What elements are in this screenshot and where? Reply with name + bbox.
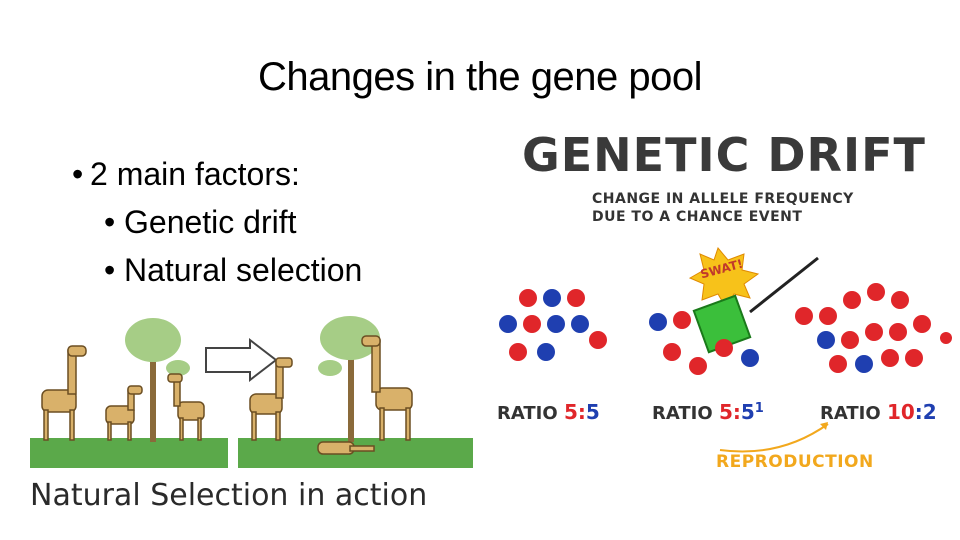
ladybug-icon (913, 315, 931, 333)
ladybug-icon (523, 315, 541, 333)
ratio-2-blue: 5 (740, 400, 755, 424)
ladybug-icon (841, 331, 859, 349)
ladybug-icon (537, 343, 555, 361)
ladybug-icon (567, 289, 585, 307)
arrowhead-icon (820, 422, 828, 430)
ladybug-group-1 (499, 289, 607, 361)
ratio-2-correction: 1 (754, 401, 764, 416)
ladybug-icon (571, 315, 589, 333)
ladybug-icon (881, 349, 899, 367)
genetic-drift-subtitle-line1: CHANGE IN ALLELE FREQUENCY (592, 191, 854, 207)
ground-left (30, 438, 228, 468)
sub-bullet-genetic-drift: Genetic drift (72, 198, 362, 246)
ladybug-icon (663, 343, 681, 361)
natural-selection-illustration (30, 316, 473, 468)
ladybug-icon (715, 339, 733, 357)
genetic-drift-heading: GENETIC DRIFT (522, 128, 926, 182)
ladybug-icon (795, 307, 813, 325)
sub-bullet-natural-selection: Natural selection (72, 246, 362, 294)
ladybug-icon (741, 349, 759, 367)
ladybug-group-3 (795, 283, 952, 373)
ground-right (238, 438, 473, 468)
ratio-3-red: 10 (886, 400, 915, 424)
ratio-2-red: 5 (718, 400, 733, 424)
slide-title: Changes in the gene pool (258, 55, 702, 99)
ladybug-illustration (499, 246, 952, 375)
ratio-2-label: RATIO (652, 403, 713, 424)
ratio-1-red: 5 (563, 400, 578, 424)
ladybug-icon (843, 291, 861, 309)
genetic-drift-subtitle-line2: DUE TO A CHANCE EVENT (592, 209, 803, 225)
ratio-3-label: RATIO (820, 403, 881, 424)
giraffe-tall-left-icon (41, 345, 87, 441)
bullet-main: 2 main factors: (72, 150, 362, 198)
ladybug-icon (819, 307, 837, 325)
ladybug-icon (547, 315, 565, 333)
ladybug-icon (649, 313, 667, 331)
natural-selection-caption: Natural Selection in action (30, 478, 428, 513)
arrow-right-icon (205, 337, 278, 383)
ratio-3-blue: 2 (922, 400, 937, 424)
ratio-2-colon: : (732, 400, 741, 424)
giraffe-medium-left-icon (167, 373, 205, 441)
ratio-1-blue: 5 (585, 400, 600, 424)
ratio-1: RATIO 5:5 (497, 400, 600, 424)
ladybug-icon (940, 332, 952, 344)
ratio-3: RATIO 10:2 (820, 400, 937, 424)
ladybug-icon (865, 323, 883, 341)
giraffe-fallen-icon (317, 441, 375, 455)
ladybug-icon (543, 289, 561, 307)
bullet-list: 2 main factors: Genetic drift Natural se… (72, 150, 362, 294)
curved-arrow-icon (719, 423, 829, 453)
reproduction-arrow (719, 422, 829, 453)
ladybug-icon (829, 355, 847, 373)
ladybug-icon (867, 283, 885, 301)
ladybug-icon (499, 315, 517, 333)
ladybug-icon (673, 311, 691, 329)
ladybug-icon (855, 355, 873, 373)
ladybug-icon (891, 291, 909, 309)
giraffe-short-left-icon (105, 385, 143, 441)
ratio-1-colon: : (577, 400, 586, 424)
ladybug-icon (589, 331, 607, 349)
giraffe-tall-right-icon (361, 335, 413, 441)
ladybug-icon (905, 349, 923, 367)
ratio-2: RATIO 5:51 (652, 400, 764, 424)
reproduction-label: REPRODUCTION (716, 452, 874, 472)
tree-left-icon (125, 318, 190, 442)
genetic-drift-subtitle: CHANGE IN ALLELE FREQUENCY DUE TO A CHAN… (592, 190, 854, 226)
ladybug-icon (509, 343, 527, 361)
tree-right-icon (318, 316, 380, 442)
ladybug-group-2 (649, 311, 759, 375)
ratio-1-label: RATIO (497, 403, 558, 424)
ladybug-icon (817, 331, 835, 349)
swatter-handle-icon (749, 256, 819, 314)
giraffe-medium-right-icon (249, 357, 293, 441)
ladybug-icon (689, 357, 707, 375)
ratio-3-colon: : (914, 400, 923, 424)
ladybug-icon (889, 323, 907, 341)
ladybug-icon (519, 289, 537, 307)
